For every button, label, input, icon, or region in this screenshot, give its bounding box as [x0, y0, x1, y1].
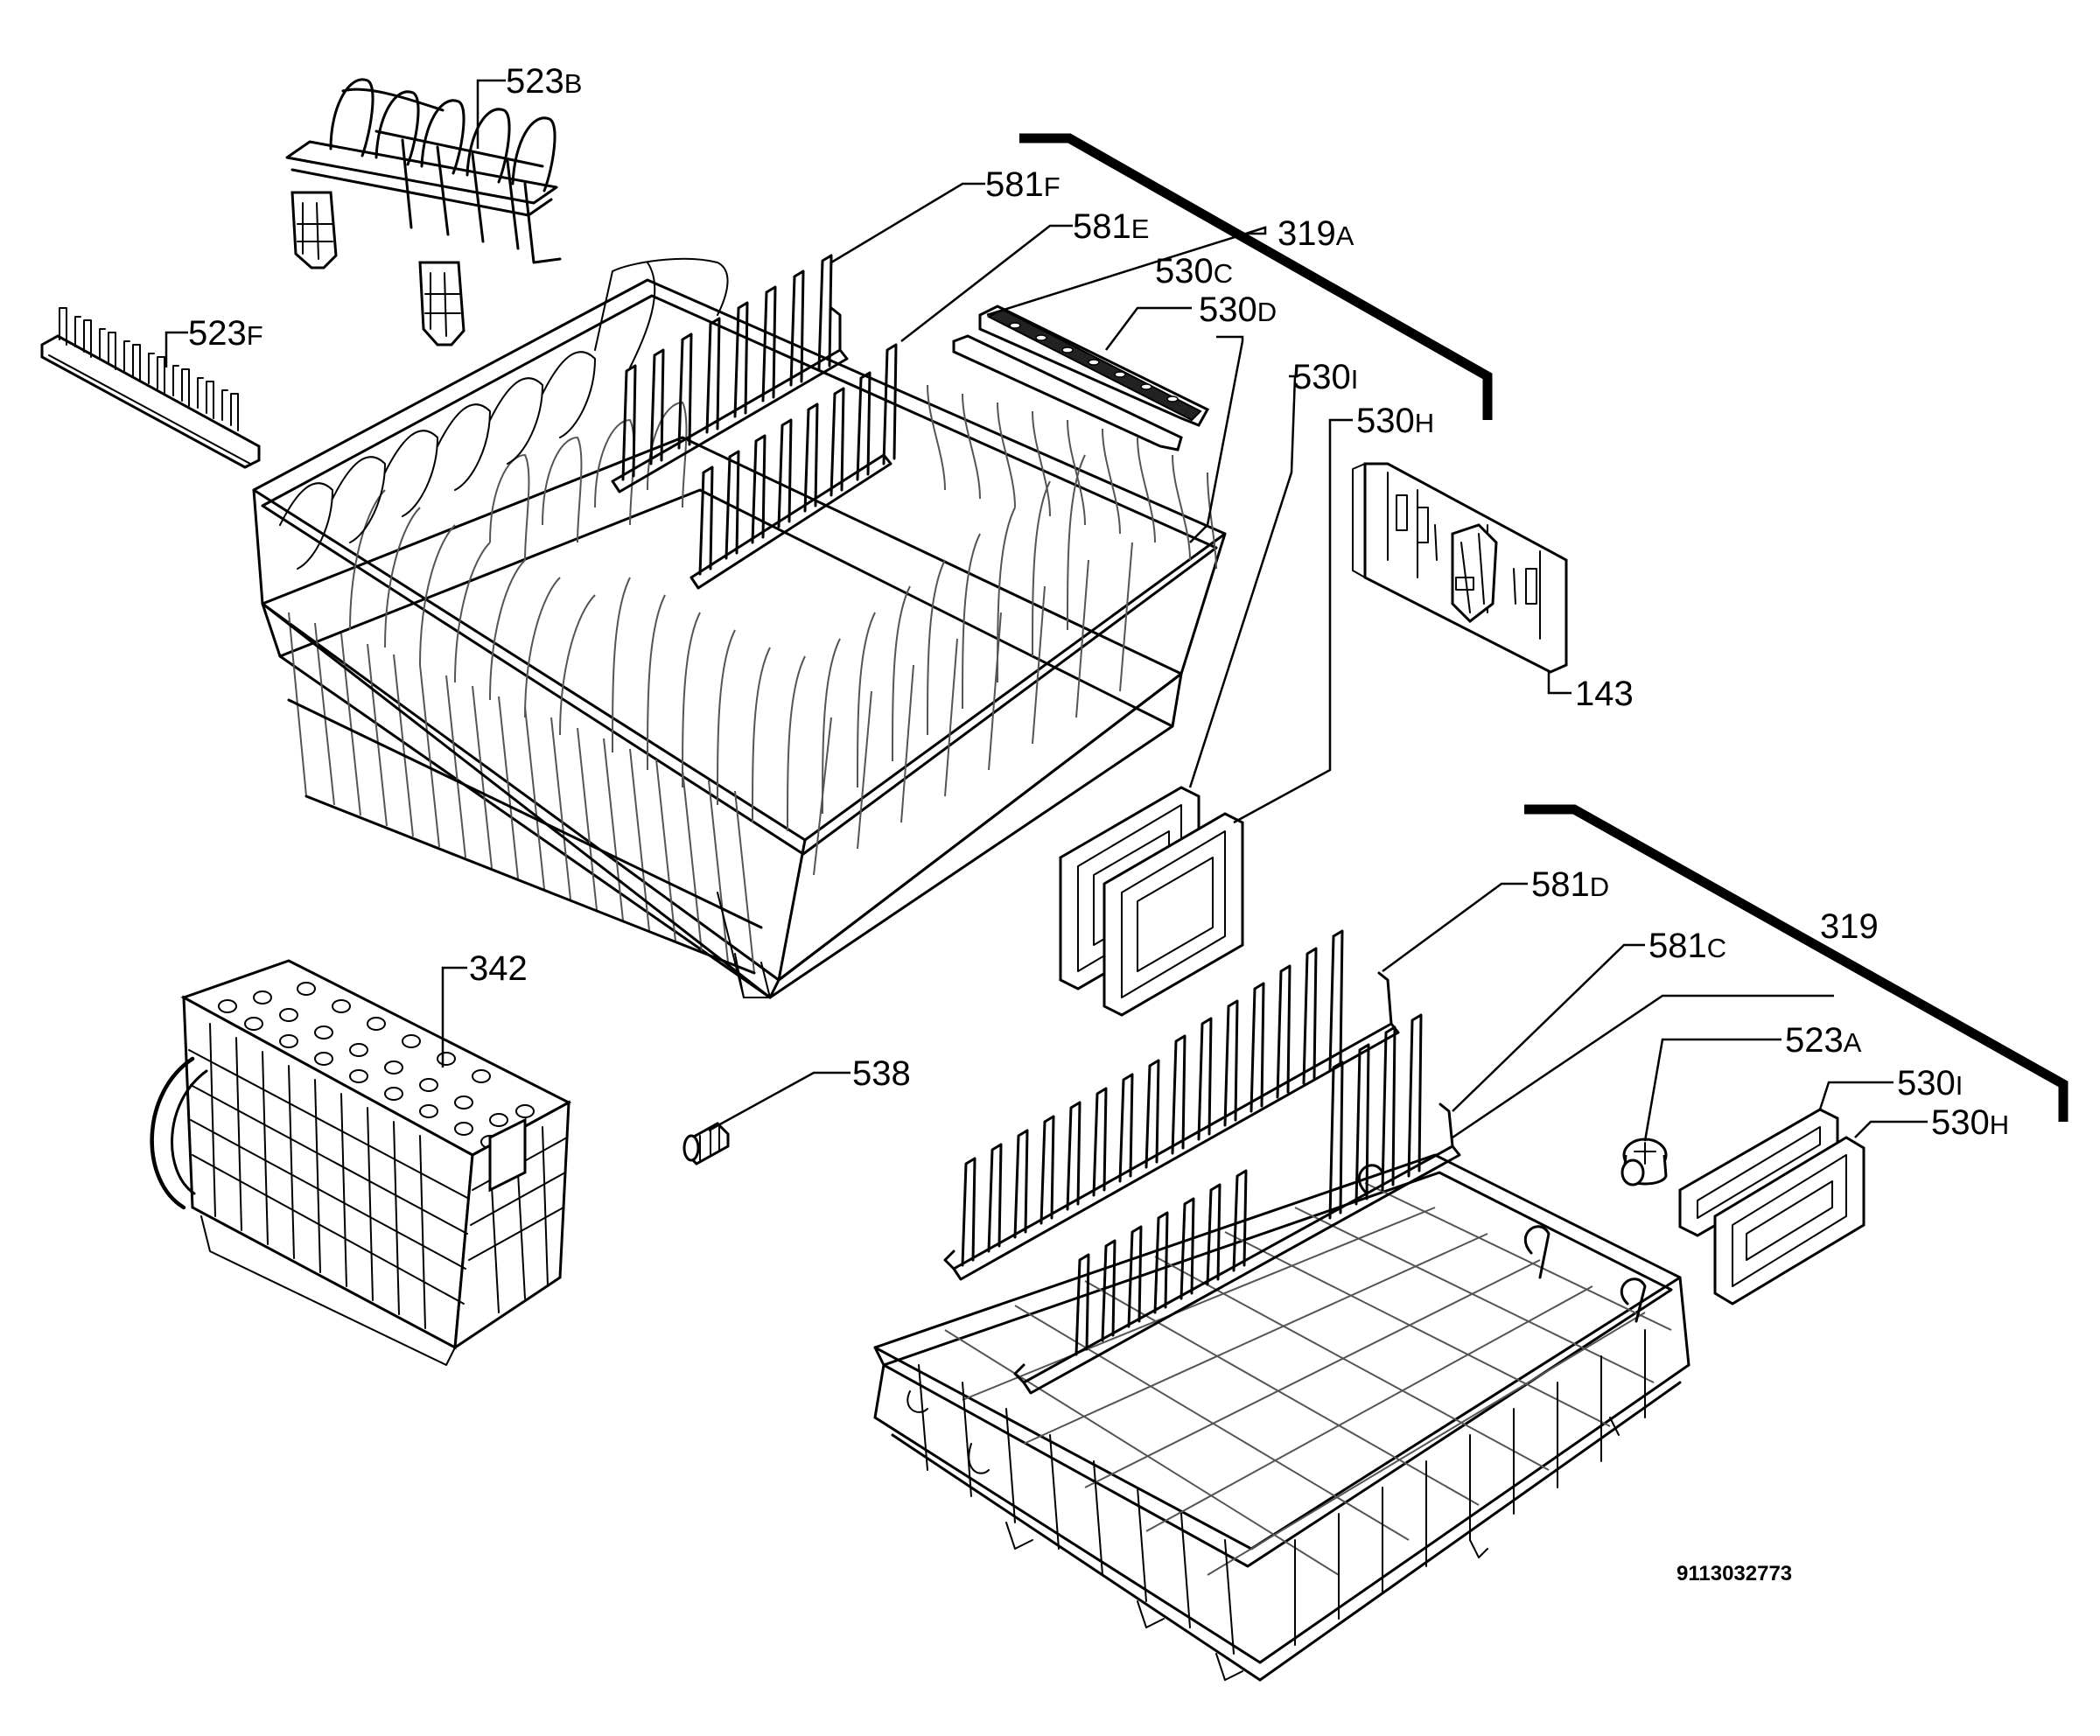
label-530h-upper: 530H — [1356, 402, 1434, 440]
label-319: 319 — [1820, 907, 1879, 946]
part-143-height-adjuster — [1352, 462, 1568, 674]
label-523f: 523F — [188, 314, 263, 353]
label-530i-lower: 530I — [1897, 1064, 1963, 1102]
label-530i-upper: 530I — [1292, 358, 1358, 396]
part-581e-tine-row — [690, 343, 898, 590]
part-530h-lower-runner — [1713, 1136, 1866, 1306]
part-523f-clip-strip — [40, 307, 261, 469]
label-319a: 319A — [1278, 214, 1354, 253]
drawing-number: 9113032773 — [1676, 1562, 1792, 1586]
leader-lines — [164, 79, 1928, 1142]
part-581c-tine-row — [1013, 1013, 1461, 1395]
part-523b-cup-rack — [285, 78, 562, 346]
label-530h-lower: 530H — [1931, 1103, 2009, 1142]
part-342-cutlery-basket — [150, 959, 572, 1366]
label-143: 143 — [1575, 675, 1634, 713]
part-530h-upper-runner — [1102, 812, 1244, 1017]
label-523b: 523B — [506, 62, 582, 101]
part-581d-tine-row — [943, 929, 1400, 1281]
part-530d-rail — [952, 334, 1183, 452]
label-538: 538 — [852, 1054, 911, 1093]
label-581f: 581F — [985, 165, 1060, 204]
lower-basket — [873, 1153, 1690, 1682]
label-581e: 581E — [1073, 207, 1149, 246]
label-581c: 581C — [1648, 927, 1726, 965]
label-530d: 530D — [1199, 290, 1277, 329]
part-581f-tine-row — [611, 254, 849, 494]
label-523a: 523A — [1785, 1021, 1862, 1060]
part-530c-rail — [978, 304, 1210, 427]
label-342: 342 — [469, 949, 528, 988]
label-530c: 530C — [1155, 252, 1233, 290]
bracket-319 — [1524, 804, 2068, 1122]
label-581d: 581D — [1531, 865, 1609, 904]
part-538-wheel — [682, 1122, 730, 1166]
part-523a-wheel — [1620, 1138, 1668, 1186]
bracket-319a — [1019, 133, 1493, 420]
